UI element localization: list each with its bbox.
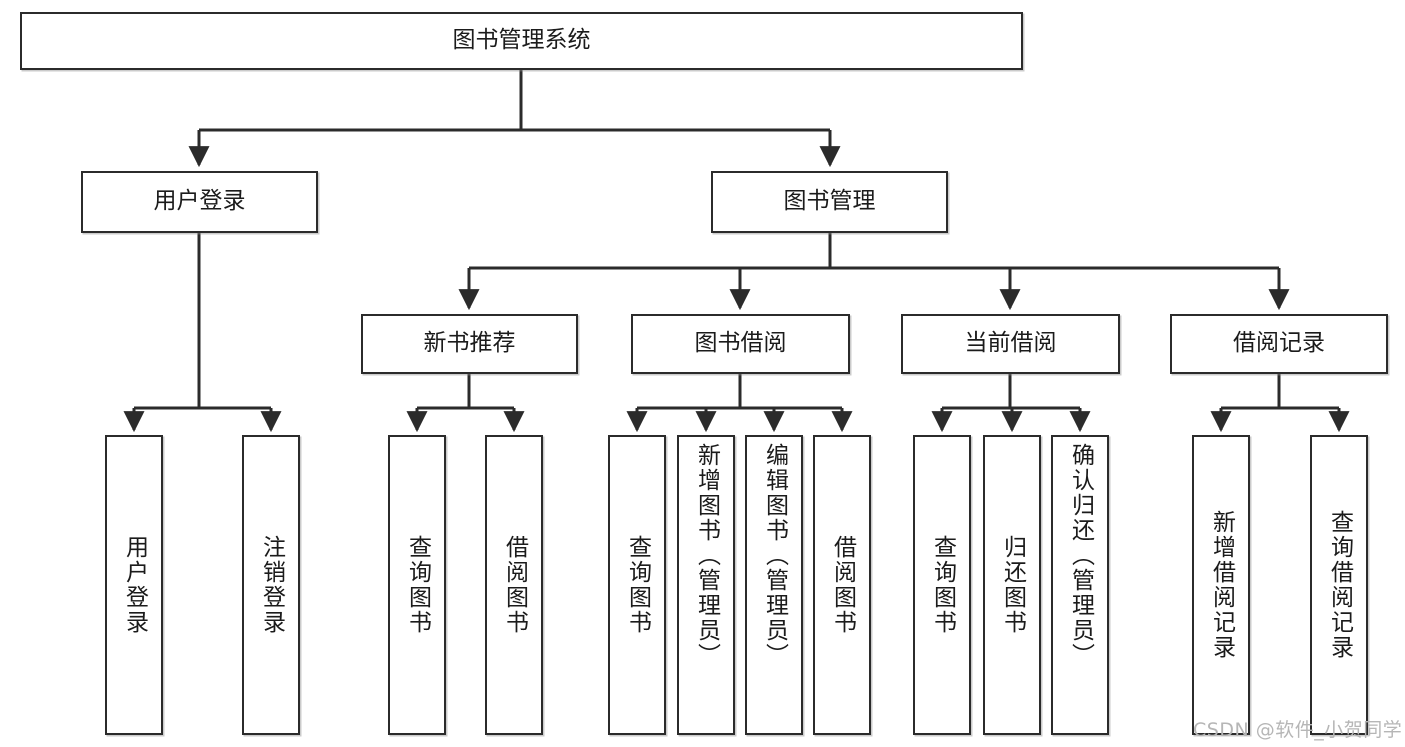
node-label: 查询图书	[624, 535, 651, 635]
node-label: 用户登录	[153, 188, 246, 215]
node-label: 图书管理系统	[452, 27, 591, 54]
node-label: 图书借阅	[694, 330, 787, 357]
leaf-query-borrow-record[interactable]: 查询借阅记录	[1310, 435, 1368, 735]
node-current-borrow[interactable]: 当前借阅	[901, 314, 1120, 374]
node-label: 借阅记录	[1233, 330, 1325, 357]
node-label: 归还图书	[999, 535, 1026, 635]
node-label: 查询图书	[929, 535, 956, 635]
node-root-system[interactable]: 图书管理系统	[20, 12, 1023, 70]
node-borrow-record[interactable]: 借阅记录	[1170, 314, 1388, 374]
node-label: 用户登录	[121, 535, 148, 635]
leaf-add-book-admin[interactable]: 新增图书（管理员）	[677, 435, 735, 735]
leaf-edit-book-admin[interactable]: 编辑图书（管理员）	[745, 435, 803, 735]
leaf-borrow-book-2[interactable]: 借阅图书	[813, 435, 871, 735]
node-label: 确认归还（管理员）	[1067, 443, 1094, 668]
node-label: 查询图书	[404, 535, 431, 635]
node-book-management[interactable]: 图书管理	[711, 171, 948, 233]
leaf-borrow-book-1[interactable]: 借阅图书	[485, 435, 543, 735]
node-label: 新增图书（管理员）	[693, 443, 720, 668]
leaf-query-book-2[interactable]: 查询图书	[608, 435, 666, 735]
node-label: 借阅图书	[829, 535, 856, 635]
node-label: 借阅图书	[501, 535, 528, 635]
node-label: 新增借阅记录	[1208, 510, 1235, 660]
node-label: 当前借阅	[964, 330, 1057, 357]
leaf-user-login[interactable]: 用户登录	[105, 435, 163, 735]
node-user-login[interactable]: 用户登录	[81, 171, 318, 233]
leaf-query-book-3[interactable]: 查询图书	[913, 435, 971, 735]
node-label: 图书管理	[783, 188, 876, 215]
node-new-book-recommend[interactable]: 新书推荐	[361, 314, 578, 374]
node-label: 新书推荐	[423, 330, 516, 357]
node-book-borrow[interactable]: 图书借阅	[631, 314, 850, 374]
leaf-confirm-return-admin[interactable]: 确认归还（管理员）	[1051, 435, 1109, 735]
leaf-add-borrow-record[interactable]: 新增借阅记录	[1192, 435, 1250, 735]
leaf-logout[interactable]: 注销登录	[242, 435, 300, 735]
csdn-watermark: CSDN @软件_小贺同学	[1193, 719, 1403, 741]
node-label: 编辑图书（管理员）	[761, 443, 788, 668]
node-label: 注销登录	[258, 535, 285, 635]
leaf-query-book-1[interactable]: 查询图书	[388, 435, 446, 735]
node-label: 查询借阅记录	[1326, 510, 1353, 660]
leaf-return-book[interactable]: 归还图书	[983, 435, 1041, 735]
